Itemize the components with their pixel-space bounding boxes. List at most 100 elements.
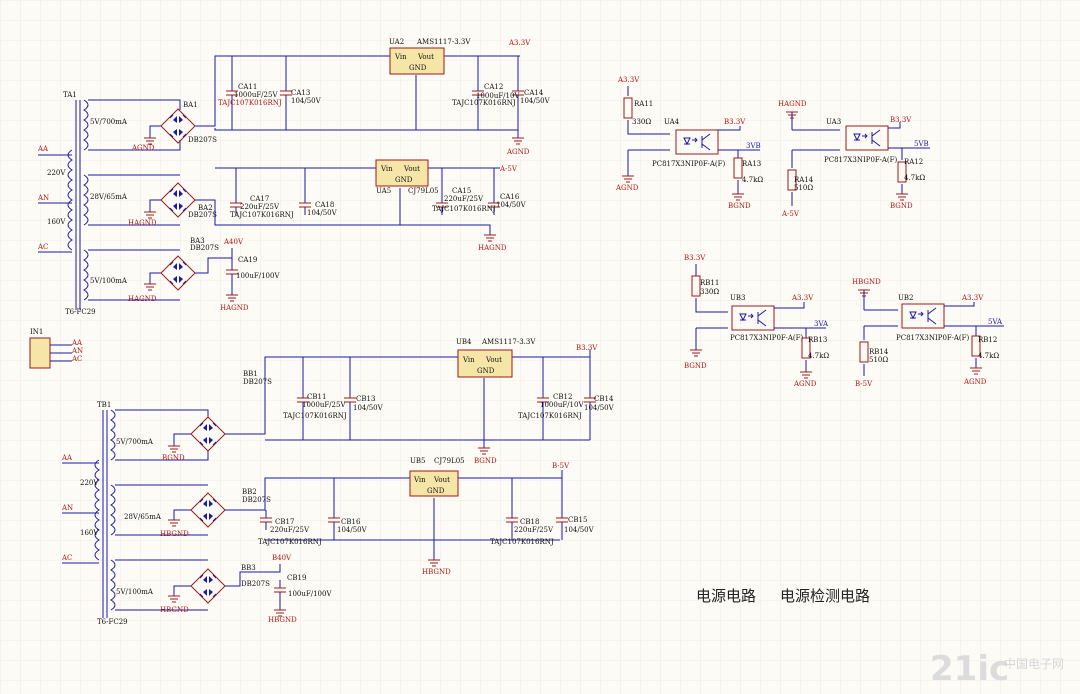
rb11-value: 330Ω <box>700 288 719 296</box>
detect-ua4: A3.3V AGND RA11 330Ω UA4 PC817X3NIP0F-A(… <box>615 76 763 210</box>
net-3va: 3VA <box>814 320 829 328</box>
ba2-ref: BA2 <box>198 204 213 212</box>
rail-ub5: Vin Vout GND UB5 CJ79L05 B-5V HBGND CB17… <box>225 457 595 576</box>
cb18-ref: CB18 <box>520 518 539 526</box>
net-5vb: 5VB <box>914 140 929 148</box>
ua5-part: CJ79L05 <box>408 187 439 195</box>
rail-ua2: Vin Vout GND UA2 AMS1117-3.3V A3.3V AGND… <box>195 38 551 156</box>
tb1-net-ac: AC <box>61 554 72 562</box>
ra13-ref: RA13 <box>742 160 761 168</box>
bridge-ba2: BA2 DB207S HAGND <box>128 182 217 227</box>
ca17-value: 220uF/25V <box>240 203 280 211</box>
ub5-part: CJ79L05 <box>434 457 465 465</box>
gnd-agnd-5: AGND <box>963 378 987 386</box>
net-a-5v-2: A-5V <box>781 210 800 218</box>
ua2-gnd: GND <box>409 64 427 72</box>
ca15-value: 220uF/25V <box>444 195 484 203</box>
ba1-ref: BA1 <box>183 101 198 109</box>
ta1-winding3: 5V/100mA <box>90 277 128 285</box>
net-b33v-2: B3.3V <box>724 118 746 126</box>
bb1-ref: BB1 <box>243 370 258 378</box>
transformer-ta1: TA1 T6-FC29 5V/700mA 28V/65mA 5V/100mA 2… <box>47 91 128 316</box>
ca14-value: 104/50V <box>520 97 551 105</box>
rail-b40v: B40V CB19 100uF/100V HBGND <box>225 554 332 624</box>
ca11-ref: CA11 <box>238 83 257 91</box>
cb18-pkg: TAJC107K016RNJ <box>490 538 554 546</box>
net-aa: AA <box>37 145 49 153</box>
gnd-hbgnd-4: HBGND <box>268 616 297 624</box>
ca17-ref: CA17 <box>250 195 269 203</box>
transformer-tb1: TB1 T6-FC29 5V/700mA 28V/65mA 5V/100mA 2… <box>80 401 162 626</box>
cb15-value: 104/50V <box>564 526 595 534</box>
rail-ub4: Vin Vout GND UB4 AMS1117-3.3V B3.3V BGND… <box>225 338 615 465</box>
net-a33v-4: A3.3V <box>961 294 984 302</box>
ba3-part: DB207S <box>190 244 219 252</box>
bridge-ba1: BA1 DB207S AGND <box>131 101 217 152</box>
bb3-part: DB207S <box>241 580 270 588</box>
ta1-ref: TA1 <box>63 91 77 99</box>
ua4-ref: UA4 <box>664 118 680 126</box>
cb18-value: 220uF/25V <box>514 526 554 534</box>
gnd-bgnd-3: BGND <box>728 202 751 210</box>
ub4-part: AMS1117-3.3V <box>481 338 536 346</box>
bridge-bb3: HBGND BB3 DB207S <box>160 564 270 614</box>
cb16-ref: CB16 <box>341 518 361 526</box>
watermark-logo: 21ic <box>930 649 1009 689</box>
ub3-part: PC817X3NIP0F-A(F) <box>730 334 803 342</box>
cb19-value: 100uF/100V <box>288 590 332 598</box>
regulator-ua2 <box>389 47 445 75</box>
ra13-value: 4.7kΩ <box>742 176 763 184</box>
cb14-value: 104/50V <box>584 404 615 412</box>
watermark-subtitle: 中国电子网 <box>1004 656 1064 671</box>
net-a33v: A3.3V <box>508 39 531 47</box>
ub4-vin: Vin <box>462 356 475 364</box>
in1-aa: AA <box>71 339 83 347</box>
ca18-ref: CA18 <box>315 201 334 209</box>
ub5-ref: UB5 <box>410 457 426 465</box>
rb13-value: 4.7kΩ <box>808 352 829 360</box>
ca19-ref: CA19 <box>238 256 257 264</box>
cb15-ref: CB15 <box>568 516 587 524</box>
ua4-part: PC817X3NIP0F-A(F) <box>652 160 725 168</box>
ua5-vin: Vin <box>380 165 393 173</box>
bridge-bb2: HBGND BB2 DB207S <box>160 488 271 538</box>
cb16-value: 104/50V <box>337 526 368 534</box>
net-a-5v: A-5V <box>499 165 518 173</box>
caption-power-detect-circuit: 电源检测电路 <box>780 587 870 605</box>
gnd-bgnd-4: BGND <box>890 202 913 210</box>
ua2-vin: Vin <box>394 53 407 61</box>
ub4-vout: Vout <box>485 356 502 364</box>
detect-ub2: HBGND RB14 510Ω B-5V UB2 PC817X3NIP0F-A(… <box>852 278 1004 388</box>
bb1-part: DB207S <box>243 378 272 386</box>
cb13-value: 104/50V <box>353 404 384 412</box>
gnd-bgnd-5: BGND <box>684 362 707 370</box>
tb1-net-an: AN <box>61 504 73 512</box>
cb11-ref: CB11 <box>307 393 326 401</box>
net-b33v: B3.3V <box>576 344 598 352</box>
gnd-hagnd-5: HAGND <box>778 100 807 108</box>
tb1-net-aa: AA <box>61 454 73 462</box>
ta1-winding1: 5V/700mA <box>90 118 128 126</box>
in1-an: AN <box>71 347 83 355</box>
in1-ref: IN1 <box>30 328 43 336</box>
ta1-160v: 160V <box>47 218 66 226</box>
detect-ub3: B3.3V BGND RB11 330Ω UB3 PC817X3NIP0F-A(… <box>684 254 829 388</box>
net-3vb: 3VB <box>746 142 761 150</box>
net-a33v-2: A3.3V <box>617 76 640 84</box>
regulator-ub5 <box>409 470 459 497</box>
gnd-hbgnd-5: HBGND <box>852 278 881 286</box>
regulator-ub4 <box>457 349 513 378</box>
ta1-inputs: AA AN AC <box>37 145 72 253</box>
net-b-5v-2: B-5V <box>855 380 873 388</box>
ua5-vout: Vout <box>403 165 420 173</box>
rb12-value: 4.7kΩ <box>978 352 999 360</box>
gnd-hbgnd-1: HBGND <box>160 530 189 538</box>
rb14-ref: RB14 <box>869 348 889 356</box>
ca12-value: 1000uF/10V <box>476 92 520 100</box>
ra14-value: 510Ω <box>794 184 813 192</box>
cb12-value: 1000uF/10V <box>540 401 584 409</box>
ub3-ref: UB3 <box>730 294 746 302</box>
ra12-value: 4.7kΩ <box>904 174 925 182</box>
